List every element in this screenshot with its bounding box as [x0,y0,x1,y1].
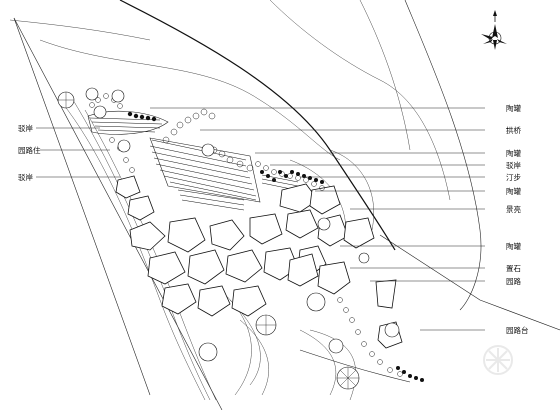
label-r10: 园路 [506,276,521,286]
label-r1: 陶罐 [506,103,521,113]
label-l3: 驳岸 [18,173,33,182]
label-r4: 驳岸 [506,161,521,170]
label-l2: 园路住 [18,145,41,155]
label-l1: 驳岸 [18,124,33,133]
labels-right: 陶罐 拱桥 陶罐 驳岸 汀步 陶罐 景亮 陶罐 置石 园路 园路台 [506,103,529,335]
hatched-structures [87,110,299,211]
trees [57,87,400,390]
label-r7: 景亮 [506,204,521,214]
north-arrow-icon [481,10,507,50]
leader-lines-right [150,107,485,331]
label-r3: 陶罐 [506,148,521,158]
label-r9: 置石 [506,264,521,273]
zhulong-watermark-icon [483,345,513,375]
rockery [115,175,403,349]
leader-lines-left [36,127,120,178]
site-boundary [9,0,560,410]
label-r6: 陶罐 [506,186,521,196]
label-r2: 拱桥 [506,125,521,135]
label-r11: 园路台 [506,325,529,335]
label-r8: 陶罐 [506,241,521,251]
labels-left: 驳岸 园路住 驳岸 [18,124,41,182]
hedge-rows [127,111,424,382]
tree-textures [58,92,359,389]
label-r5: 汀步 [506,173,521,182]
